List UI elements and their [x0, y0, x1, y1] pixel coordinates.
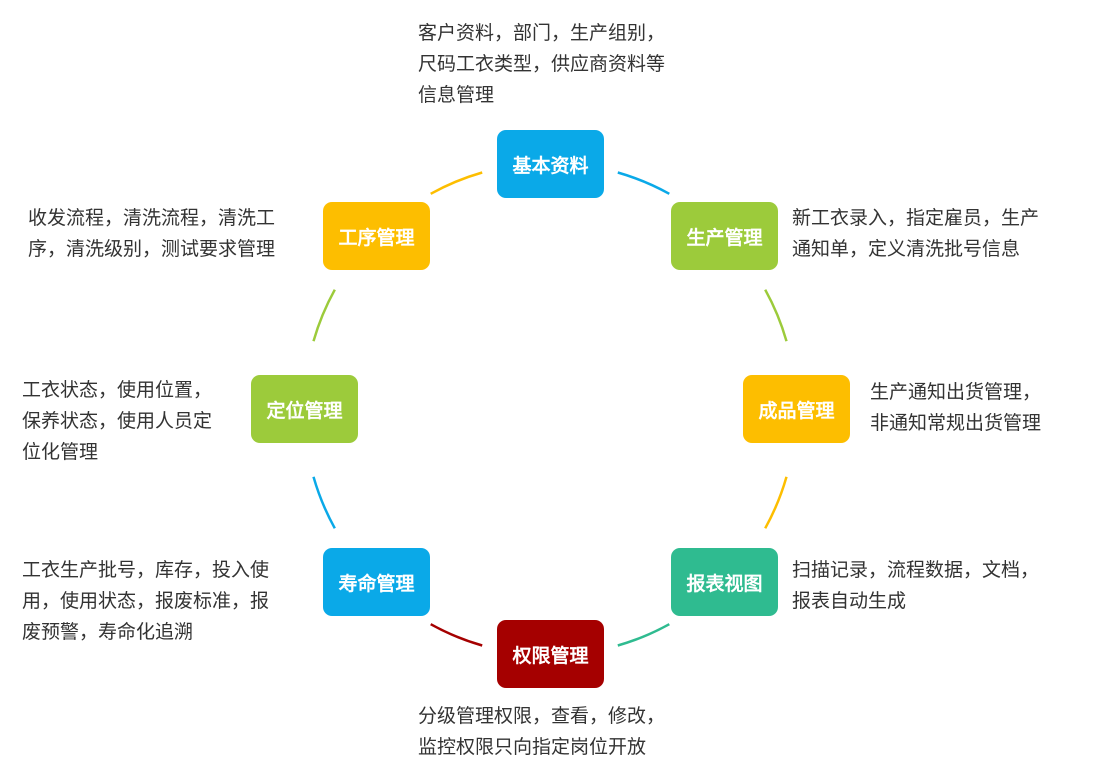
node-process-management[interactable]: 工序管理	[323, 202, 430, 270]
desc-location-management: 工衣状态，使用位置， 保养状态，使用人员定 位化管理	[22, 375, 212, 468]
node-location-management[interactable]: 定位管理	[251, 375, 358, 443]
node-permission-management[interactable]: 权限管理	[497, 620, 604, 688]
desc-line: 用，使用状态，报废标准，报	[22, 590, 270, 612]
desc-line: 工衣生产批号，库存，投入使	[22, 559, 270, 581]
connector-arc	[617, 171, 670, 195]
connector-arc	[312, 289, 336, 342]
connector-arc	[430, 171, 483, 195]
desc-production-management: 新工衣录入，指定雇员，生产 通知单，定义清洗批号信息	[792, 203, 1039, 265]
desc-line: 报表自动生成	[792, 590, 907, 612]
desc-permission-management: 分级管理权限，查看，修改， 监控权限只向指定岗位开放	[418, 701, 665, 763]
node-label: 权限管理	[512, 644, 589, 667]
connector-arc	[764, 289, 788, 342]
desc-line: 分级管理权限，查看，修改，	[418, 705, 666, 727]
node-report-view[interactable]: 报表视图	[671, 548, 778, 616]
desc-line: 非通知常规出货管理	[870, 412, 1042, 434]
node-label: 生产管理	[686, 226, 763, 249]
desc-line: 保养状态，使用人员定	[22, 410, 213, 432]
desc-line: 信息管理	[418, 84, 495, 106]
node-label: 寿命管理	[338, 572, 415, 595]
node-label: 工序管理	[338, 226, 415, 249]
node-lifespan-management[interactable]: 寿命管理	[323, 548, 430, 616]
desc-line: 监控权限只向指定岗位开放	[418, 736, 647, 758]
desc-line: 新工衣录入，指定雇员，生产	[792, 207, 1040, 229]
desc-line: 位化管理	[22, 441, 99, 463]
desc-line: 生产通知出货管理，	[870, 381, 1042, 403]
connector-arc	[430, 623, 483, 647]
desc-line: 工衣状态，使用位置，	[22, 379, 213, 401]
desc-line: 扫描记录，流程数据，文档，	[792, 559, 1040, 581]
node-basic-data[interactable]: 基本资料	[497, 130, 604, 198]
node-label: 成品管理	[758, 399, 835, 422]
desc-lifespan-management: 工衣生产批号，库存，投入使 用，使用状态，报废标准，报 废预警，寿命化追溯	[22, 555, 269, 648]
desc-basic-data: 客户资料，部门，生产组别， 尺码工衣类型，供应商资料等 信息管理	[418, 18, 665, 111]
node-label: 定位管理	[266, 399, 343, 422]
desc-finished-goods-management: 生产通知出货管理， 非通知常规出货管理	[870, 377, 1041, 439]
desc-line: 客户资料，部门，生产组别，	[418, 22, 666, 44]
desc-line: 收发流程，清洗流程，清洗工	[28, 207, 276, 229]
desc-line: 废预警，寿命化追溯	[22, 621, 194, 643]
desc-line: 通知单，定义清洗批号信息	[792, 238, 1021, 260]
desc-report-view: 扫描记录，流程数据，文档， 报表自动生成	[792, 555, 1039, 617]
node-production-management[interactable]: 生产管理	[671, 202, 778, 270]
desc-process-management: 收发流程，清洗流程，清洗工 序，清洗级别，测试要求管理	[28, 203, 275, 265]
node-label: 基本资料	[512, 154, 589, 177]
desc-line: 尺码工衣类型，供应商资料等	[418, 53, 666, 75]
connector-arc	[764, 476, 788, 529]
connector-arc	[312, 476, 336, 529]
node-label: 报表视图	[686, 572, 763, 595]
connector-arc	[617, 623, 670, 647]
desc-line: 序，清洗级别，测试要求管理	[28, 238, 276, 260]
node-finished-goods-management[interactable]: 成品管理	[743, 375, 850, 443]
